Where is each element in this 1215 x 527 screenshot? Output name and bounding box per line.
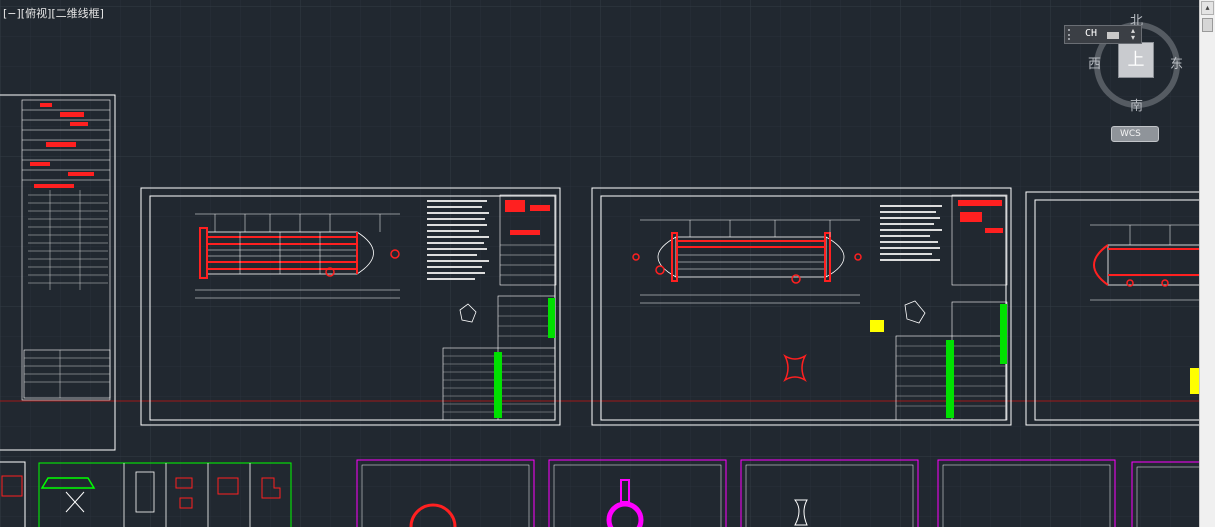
drawing-sheet-right — [1025, 191, 1199, 426]
wcs-label: WCS — [1120, 129, 1141, 139]
scrollbar-thumb[interactable] — [1202, 18, 1213, 32]
viewport-controls-label[interactable]: [−][俯视][二维线框] — [3, 7, 104, 20]
ime-menu-arrow-icon[interactable]: ▴▾ — [1131, 26, 1136, 42]
viewcube-west[interactable]: 西 — [1088, 57, 1102, 72]
viewcube[interactable]: 北 南 东 西 上 WCS — [1080, 10, 1199, 150]
detail-sheets-bottom — [356, 459, 1199, 527]
chevron-up-icon[interactable]: ▴ — [1201, 1, 1214, 15]
viewcube-south[interactable]: 南 — [1130, 99, 1144, 114]
grip-handle-icon[interactable] — [1068, 29, 1080, 40]
drawing-sheet-heat-exchanger-1 — [140, 187, 561, 426]
detail-sheets-bottom-left — [0, 461, 292, 527]
viewcube-top-face[interactable]: 上 — [1118, 42, 1154, 78]
keyboard-icon[interactable] — [1107, 32, 1119, 39]
viewcube-east[interactable]: 东 — [1170, 57, 1184, 72]
ime-language-bar[interactable]: CH ▴▾ — [1064, 25, 1142, 44]
wcs-menu-button[interactable]: WCS — [1111, 126, 1159, 142]
vertical-scrollbar[interactable]: ▴ — [1199, 0, 1215, 527]
drawing-sheet-heat-exchanger-2 — [591, 187, 1012, 426]
drawing-sheet-left — [0, 94, 116, 451]
ime-language-label[interactable]: CH — [1085, 28, 1098, 39]
